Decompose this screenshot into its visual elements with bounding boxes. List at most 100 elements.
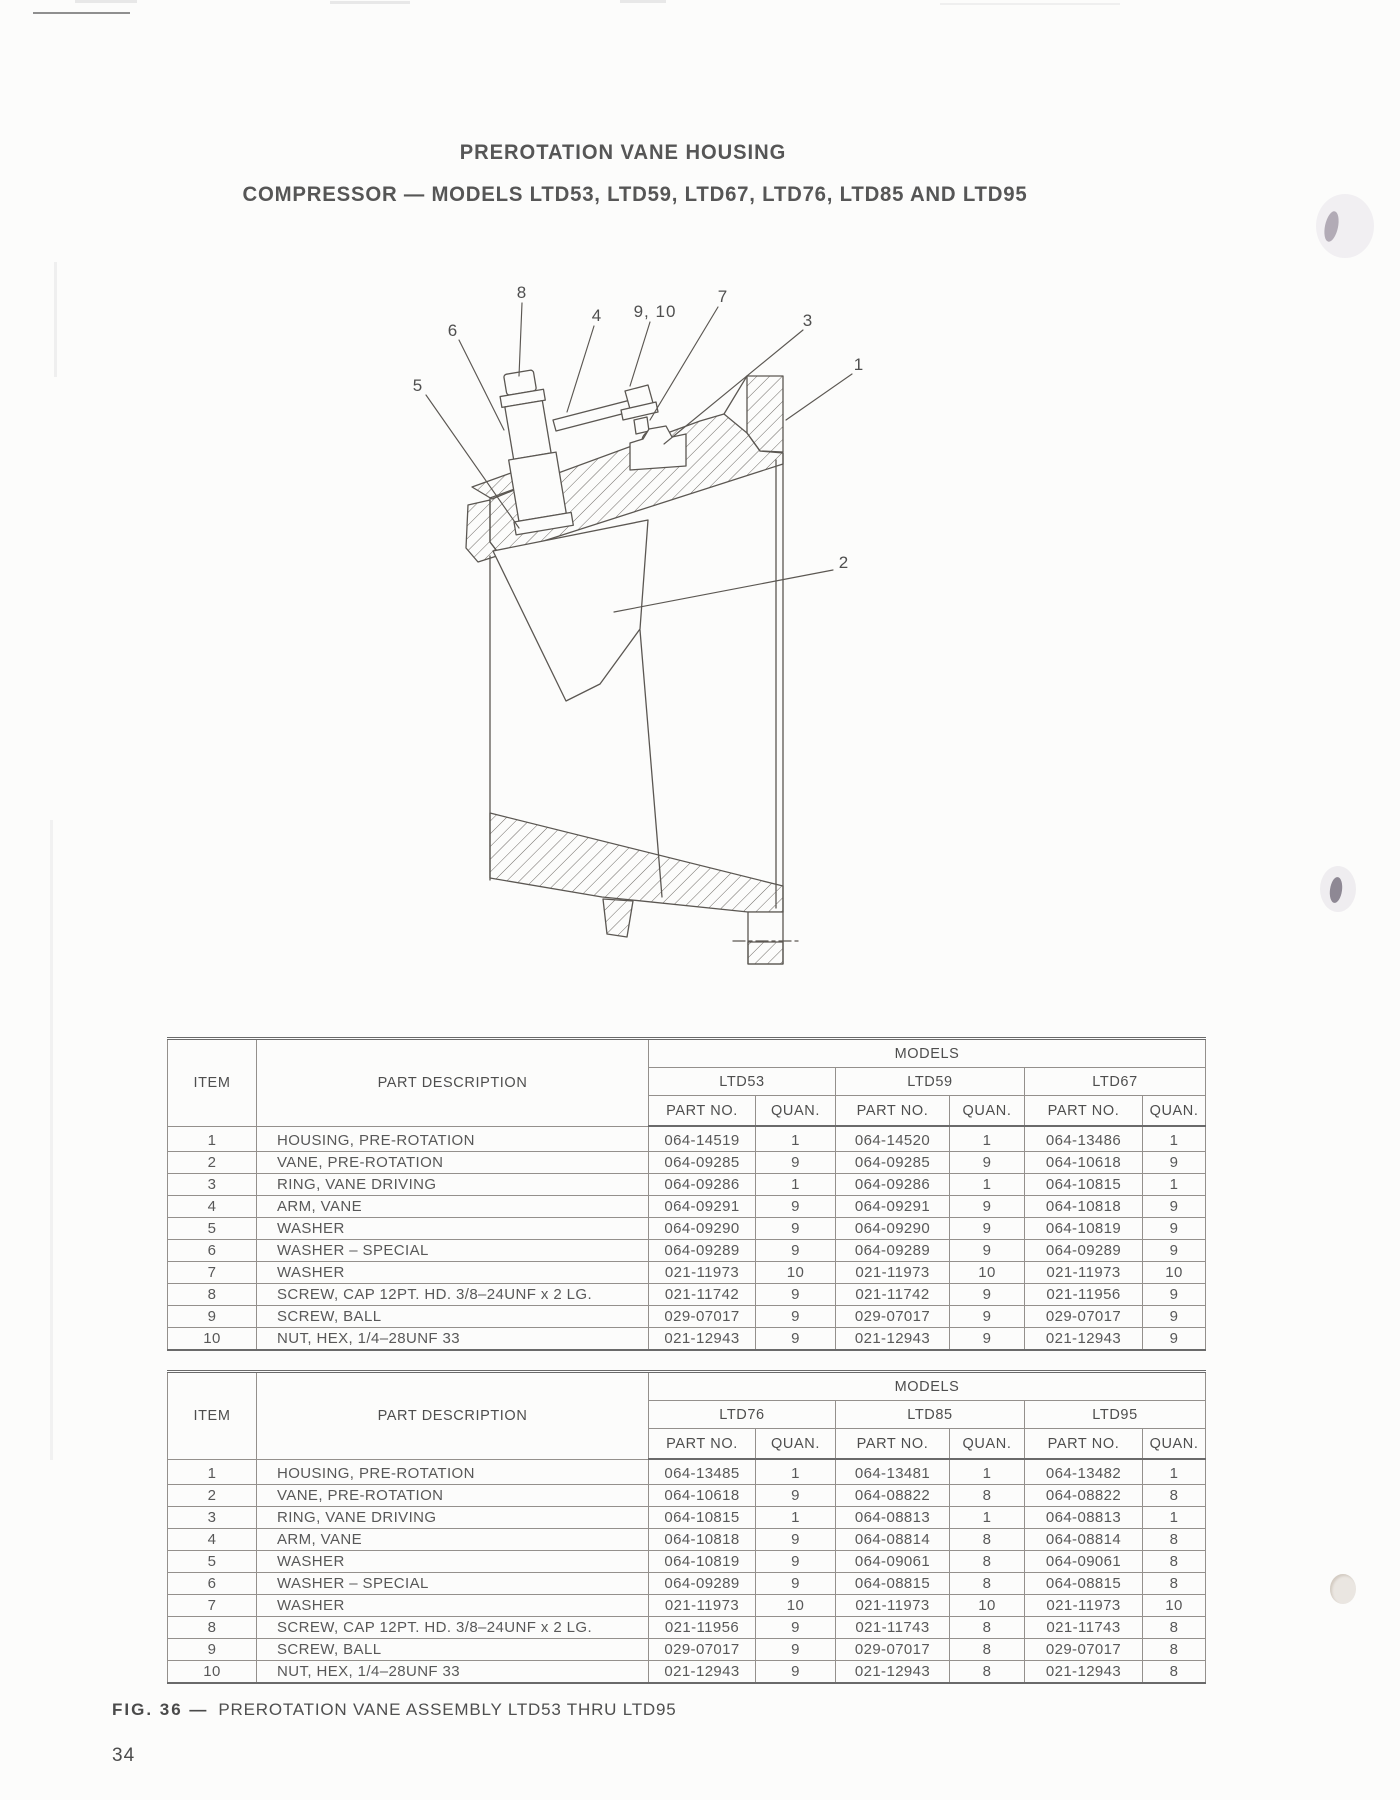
- item-cell: 8: [167, 1283, 257, 1306]
- description-cell: RING, VANE DRIVING: [256, 1506, 649, 1529]
- part-no-cell: 064-10618: [1024, 1151, 1143, 1174]
- quan-cell: 1: [949, 1506, 1025, 1529]
- description-cell: HOUSING, PRE-ROTATION: [256, 1458, 649, 1485]
- scan-artifact-smudge: [75, 0, 137, 3]
- description-cell: SCREW, BALL: [256, 1638, 649, 1661]
- item-cell: 6: [167, 1572, 257, 1595]
- quan-cell: 1: [755, 1458, 836, 1485]
- quan-cell: 9: [1141, 1305, 1207, 1328]
- quan-cell: 8: [949, 1638, 1025, 1661]
- scan-artifact-smudge: [940, 3, 1120, 5]
- figure-caption: FIG. 36 —PREROTATION VANE ASSEMBLY LTD53…: [112, 1700, 677, 1720]
- part-no-cell: 064-09289: [648, 1572, 756, 1595]
- description-cell: NUT, HEX, 1/4–28UNF 33: [256, 1660, 649, 1684]
- description-cell: SCREW, BALL: [256, 1305, 649, 1328]
- item-cell: 7: [167, 1594, 257, 1617]
- part-no-header: PART NO.: [835, 1095, 950, 1127]
- part-no-cell: 021-11743: [835, 1616, 950, 1639]
- part-no-cell: 029-07017: [1024, 1638, 1143, 1661]
- page-subtitle: COMPRESSOR — MODELS LTD53, LTD59, LTD67,…: [242, 183, 1028, 206]
- part-no-cell: 021-11742: [648, 1283, 756, 1306]
- part-no-cell: 021-11973: [835, 1594, 950, 1617]
- part-no-cell: 021-12943: [835, 1327, 950, 1351]
- part-no-cell: 064-08814: [835, 1528, 950, 1551]
- part-no-cell: 021-12943: [835, 1660, 950, 1684]
- part-no-cell: 064-08822: [835, 1484, 950, 1507]
- model-header: LTD76: [648, 1400, 836, 1429]
- quan-cell: 9: [755, 1572, 836, 1595]
- item-cell: 2: [167, 1484, 257, 1507]
- part-no-cell: 021-11973: [1024, 1261, 1143, 1284]
- quan-cell: 9: [949, 1327, 1025, 1351]
- part-no-cell: 021-11973: [648, 1594, 756, 1617]
- part-no-cell: 021-12943: [1024, 1327, 1143, 1351]
- description-cell: VANE, PRE-ROTATION: [256, 1484, 649, 1507]
- quan-cell: 1: [755, 1506, 836, 1529]
- part-no-cell: 064-13482: [1024, 1458, 1143, 1485]
- quan-cell: 9: [755, 1550, 836, 1573]
- part-no-cell: 064-10618: [648, 1484, 756, 1507]
- part-no-cell: 021-11956: [648, 1616, 756, 1639]
- quan-cell: 8: [1141, 1572, 1207, 1595]
- quan-cell: 9: [949, 1151, 1025, 1174]
- item-cell: 1: [167, 1125, 257, 1152]
- quan-cell: 8: [1141, 1660, 1207, 1684]
- quan-cell: 1: [1141, 1125, 1207, 1152]
- models-header: MODELS: [647, 1371, 1207, 1401]
- description-cell: WASHER: [256, 1550, 649, 1573]
- quan-cell: 8: [949, 1572, 1025, 1595]
- quan-cell: 1: [949, 1173, 1025, 1196]
- item-cell: 3: [167, 1506, 257, 1529]
- quan-cell: 9: [755, 1151, 836, 1174]
- quan-header: QUAN.: [755, 1428, 836, 1460]
- part-no-cell: 021-11973: [648, 1261, 756, 1284]
- part-no-cell: 064-14519: [648, 1125, 756, 1152]
- page-title: PREROTATION VANE HOUSING: [459, 141, 787, 164]
- quan-cell: 8: [949, 1528, 1025, 1551]
- part-no-header: PART NO.: [835, 1428, 950, 1460]
- part-no-cell: 064-09289: [1024, 1239, 1143, 1262]
- part-no-cell: 021-12943: [648, 1660, 756, 1684]
- quan-cell: 1: [1141, 1506, 1207, 1529]
- quan-cell: 9: [755, 1484, 836, 1507]
- part-no-header: PART NO.: [1024, 1095, 1143, 1127]
- part-no-cell: 064-13481: [835, 1458, 950, 1485]
- part-no-cell: 064-14520: [835, 1125, 950, 1152]
- quan-cell: 9: [755, 1239, 836, 1262]
- part-no-cell: 064-09291: [648, 1195, 756, 1218]
- part-no-cell: 064-13485: [648, 1458, 756, 1485]
- figure-callout-7: 7: [717, 287, 729, 306]
- quan-cell: 1: [755, 1125, 836, 1152]
- models-header: MODELS: [647, 1038, 1207, 1068]
- figure-callout-2: 2: [838, 553, 850, 572]
- figure-callout-1: 1: [853, 355, 865, 374]
- scan-artifact-smudge: [620, 0, 666, 3]
- figure-callout-9-10: 9, 10: [633, 302, 677, 321]
- quan-cell: 9: [949, 1239, 1025, 1262]
- part-no-cell: 064-08815: [835, 1572, 950, 1595]
- item-cell: 9: [167, 1305, 257, 1328]
- part-no-cell: 021-12943: [1024, 1660, 1143, 1684]
- figure-caption-label: FIG. 36 —: [112, 1700, 209, 1719]
- description-cell: HOUSING, PRE-ROTATION: [256, 1125, 649, 1152]
- quan-cell: 9: [755, 1616, 836, 1639]
- scan-artifact-smudge: [330, 1, 410, 4]
- page-number: 34: [112, 1745, 136, 1766]
- quan-header: QUAN.: [1141, 1095, 1207, 1127]
- parts-table-ltd76-ltd95: ITEM PART DESCRIPTION MODELS LTD76 LTD85…: [167, 1370, 1207, 1684]
- item-cell: 10: [167, 1660, 257, 1684]
- quan-cell: 8: [949, 1484, 1025, 1507]
- quan-cell: 8: [1141, 1550, 1207, 1573]
- part-no-cell: 021-11973: [1024, 1594, 1143, 1617]
- quan-cell: 10: [1141, 1594, 1207, 1617]
- quan-cell: 9: [755, 1660, 836, 1684]
- part-no-cell: 064-10815: [648, 1506, 756, 1529]
